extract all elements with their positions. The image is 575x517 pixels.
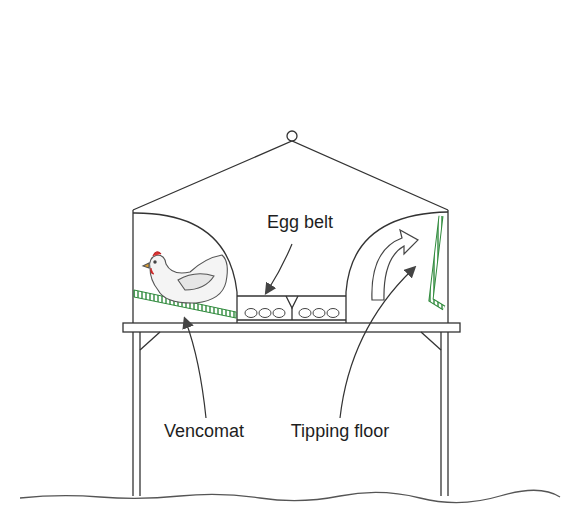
leader-lines [186, 244, 412, 418]
eggs [245, 309, 339, 318]
part-label: Tipping floor [289, 421, 391, 443]
house-outline [20, 131, 560, 503]
tipping-floor-hatch [431, 216, 444, 308]
tipping-floor [431, 216, 444, 308]
hen [143, 252, 227, 303]
tip-arrow [372, 230, 418, 300]
part-label: Egg belt [265, 212, 335, 234]
part-label: Vencomat [162, 421, 246, 443]
